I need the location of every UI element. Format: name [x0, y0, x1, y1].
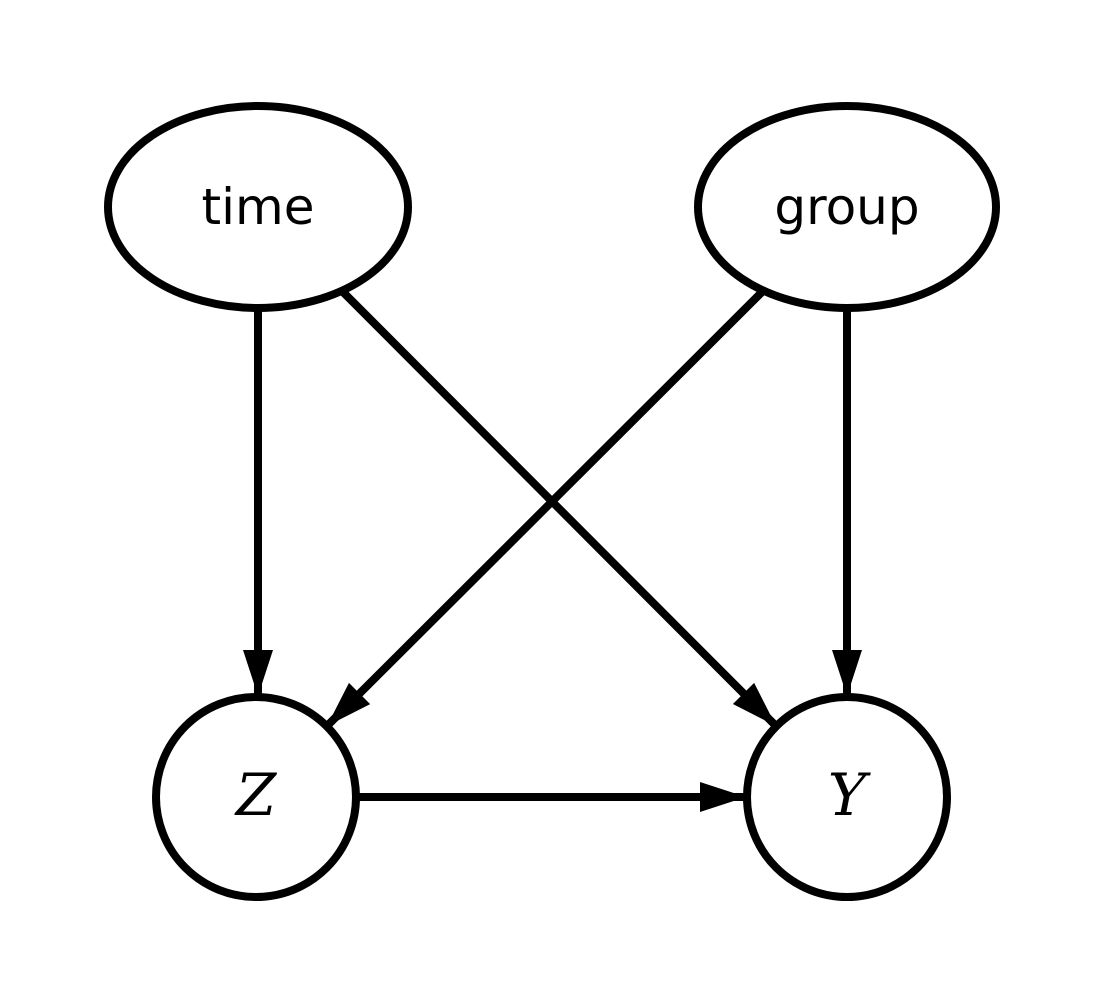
edge-time-to-y	[339, 288, 779, 729]
node-group-ellipse	[694, 102, 1000, 312]
node-z-circle	[152, 693, 360, 901]
edge-group-to-z	[324, 288, 766, 729]
node-y-label: Y	[828, 761, 871, 829]
node-time: time	[104, 102, 412, 312]
node-group-label: group	[774, 178, 919, 236]
node-time-ellipse	[104, 102, 412, 312]
node-z: Z	[152, 693, 360, 901]
node-time-label: time	[202, 178, 315, 236]
node-y: Y	[743, 693, 951, 901]
node-y-circle	[743, 693, 951, 901]
node-z-label: Z	[234, 761, 278, 829]
node-group: group	[694, 102, 1000, 312]
